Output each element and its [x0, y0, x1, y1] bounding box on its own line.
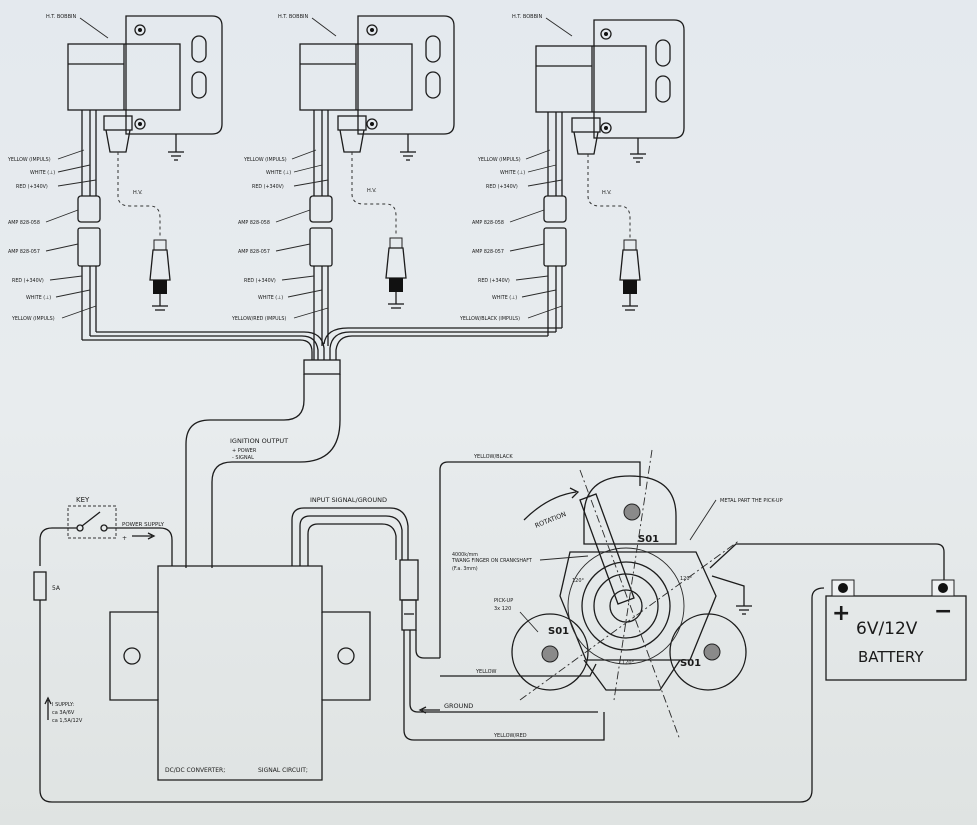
wire-label: RED (+340V) — [252, 184, 284, 190]
supply-note: ca 3A/6V — [52, 710, 75, 716]
svg-text:+: + — [122, 535, 127, 542]
pickup-label: 3x 120 — [494, 606, 511, 612]
wire-label: YELLOW/RED (IMPULS) — [231, 316, 286, 322]
magnet-note: TWANG FINGER ON CRANKSHAFT — [451, 558, 532, 564]
angle-label: 120° — [680, 576, 693, 582]
hv-label: H.V. — [133, 190, 143, 196]
connector-label: AMP 828-058 — [238, 220, 270, 226]
battery: + − 6V/12V BATTERY — [825, 579, 967, 681]
converter-label: DC/DC CONVERTER; — [165, 767, 225, 774]
wire-label: YELLOW/BLACK (IMPULS) — [459, 316, 520, 322]
rotation-label: ROTATION — [534, 510, 568, 530]
wire-label: WHITE (⊥) — [266, 170, 291, 176]
battery-label: BATTERY — [858, 648, 924, 666]
angle-label: 120° — [572, 578, 585, 584]
battery-plus: + — [832, 601, 850, 626]
wire-yellow: YELLOW — [475, 669, 497, 675]
wire-label: WHITE (⊥) — [500, 170, 525, 176]
wire-label: RED (+340V) — [16, 184, 48, 190]
dc-dc-converter-box: DC/DC CONVERTER; SIGNAL CIRCUIT; — [109, 565, 371, 781]
coil-group-1: H.T. BOBBIN H.V. YELLOW (IM — [7, 14, 223, 340]
power-supply-label: POWER SUPPLY — [122, 522, 165, 528]
hv-label: H.V. — [602, 190, 612, 196]
connector-label: AMP 828-058 — [8, 220, 40, 226]
battery-minus: − — [934, 599, 952, 624]
connector-label: AMP 828-057 — [472, 249, 504, 255]
coil-title: H.T. BOBBIN — [512, 14, 543, 20]
magnet-note: (F.a. 3mm) — [452, 566, 478, 572]
wire-ground: GROUND — [444, 702, 473, 710]
coil-title: H.T. BOBBIN — [46, 14, 77, 20]
wire-label: YELLOW (IMPULS) — [477, 157, 521, 163]
connector-label: AMP 828-057 — [238, 249, 270, 255]
wire-label: WHITE (⊥) — [26, 295, 51, 301]
wire-label: WHITE (⊥) — [30, 170, 55, 176]
wire-label: RED (+340V) — [486, 184, 518, 190]
connector-label: AMP 828-058 — [472, 220, 504, 226]
ignition-output-title: IGNITION OUTPUT — [230, 437, 288, 445]
wire-label: RED (+340V) — [244, 278, 276, 284]
key-label: KEY — [76, 496, 90, 504]
wire-label: YELLOW (IMPULS) — [11, 316, 55, 322]
input-signal-cable: INPUT SIGNAL/GROUND YELLOW/BLACK YELLOW … — [291, 454, 641, 741]
magnet-note: 4000k/mm — [452, 552, 478, 558]
sensor-label: S01 — [680, 658, 701, 669]
coil-group-3: H.T. BOBBIN H.V. YELLOW (IMPULS) WHITE (… — [459, 14, 685, 336]
wire-label: YELLOW (IMPULS) — [7, 157, 51, 163]
fuse-label: 5A — [52, 585, 61, 592]
pickup-rotor-assembly: S01 S01 S01 120° 120° 120° ROTATION 4000… — [451, 449, 945, 741]
wire-label: RED (+340V) — [478, 278, 510, 284]
ignition-output-power: + POWER — [232, 448, 257, 454]
coil-title: H.T. BOBBIN — [278, 14, 309, 20]
main-harness: IGNITION OUTPUT + POWER - SIGNAL — [82, 327, 562, 568]
coil-group-2: H.T. BOBBIN H.V. YELLOW (IMPULS) WHITE (… — [231, 14, 455, 346]
power-supply-circuit: KEY POWER SUPPLY + 5A I SUPPLY: ca 3A/6V… — [33, 496, 825, 803]
sensor-label: S01 — [548, 626, 569, 637]
supply-note: I SUPPLY: — [52, 702, 74, 708]
wire-label: RED (+340V) — [12, 278, 44, 284]
wire-label: YELLOW (IMPULS) — [243, 157, 287, 163]
wire-label: WHITE (⊥) — [492, 295, 517, 301]
wire-yellow-black: YELLOW/BLACK — [473, 454, 513, 460]
pickup-label: PICK-UP — [494, 598, 513, 604]
sensor-label: S01 — [638, 534, 659, 545]
wire-yellow-red: YELLOW/RED — [493, 733, 527, 739]
supply-note: ca 1,5A/12V — [52, 718, 83, 724]
signal-circuit-label: SIGNAL CIRCUIT; — [258, 767, 308, 774]
wire-label: WHITE (⊥) — [258, 295, 283, 301]
ignition-output-signal: - SIGNAL — [232, 455, 254, 461]
hv-label: H.V. — [367, 188, 377, 194]
battery-voltage: 6V/12V — [856, 619, 918, 639]
metal-part-label: METAL PART THE PICK-UP — [720, 498, 783, 504]
connector-label: AMP 828-057 — [8, 249, 40, 255]
angle-label: 120° — [622, 660, 635, 666]
input-signal-label: INPUT SIGNAL/GROUND — [310, 496, 387, 504]
